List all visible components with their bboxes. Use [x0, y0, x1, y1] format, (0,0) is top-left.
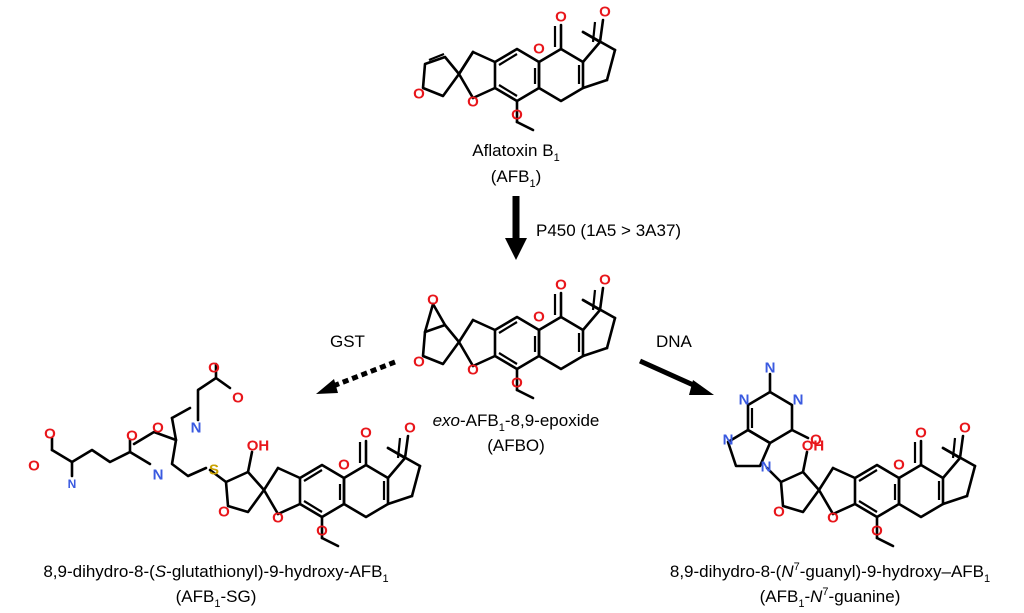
- afb1-label: Aflatoxin B1 (AFB1): [472, 141, 559, 190]
- svg-text:O: O: [126, 428, 138, 445]
- svg-text:(AFB1-SG): (AFB1-SG): [176, 587, 257, 610]
- svg-text:N: N: [761, 459, 772, 476]
- epoxide-oxygen: O: [427, 292, 439, 309]
- svg-text:N: N: [191, 420, 202, 437]
- dna-arrow: [638, 358, 714, 395]
- svg-text:O: O: [810, 432, 822, 449]
- svg-text:N: N: [723, 432, 734, 449]
- svg-text:8,9-dihydro-8-(S-glutathionyl): 8,9-dihydro-8-(S-glutathionyl)-9-hydroxy…: [43, 562, 388, 585]
- svg-text:O: O: [28, 458, 40, 475]
- afb1-sg-label: 8,9-dihydro-8-(S-glutathionyl)-9-hydroxy…: [43, 562, 388, 610]
- gst-arrow: [316, 359, 396, 394]
- svg-text:S: S: [209, 462, 219, 479]
- dna-label: DNA: [656, 332, 693, 351]
- svg-text:(AFBO): (AFBO): [487, 436, 545, 455]
- svg-text:O: O: [44, 426, 56, 443]
- afb1-sg-structure: O OH S N O N O O O N O O: [28, 360, 422, 548]
- afb1-guanine-structure: O OH N N N O N N: [723, 360, 977, 548]
- p450-arrow: [505, 196, 527, 260]
- svg-text:OH: OH: [247, 438, 270, 455]
- svg-text:N: N: [739, 392, 750, 409]
- afbo-label: exo-AFB1-8,9-epoxide (AFBO): [433, 411, 600, 455]
- svg-text:N: N: [765, 360, 776, 377]
- svg-text:(AFB1): (AFB1): [491, 167, 542, 190]
- furan-oxygen: O: [413, 86, 425, 103]
- svg-text:N: N: [793, 392, 804, 409]
- svg-text:O: O: [773, 504, 785, 521]
- svg-text:N: N: [68, 477, 77, 491]
- svg-text:O: O: [152, 420, 164, 437]
- svg-text:8,9-dihydro-8-(N7-guanyl)-9-hy: 8,9-dihydro-8-(N7-guanyl)-9-hydroxy–AFB1: [670, 561, 990, 585]
- afb1-structure: O: [413, 2, 617, 132]
- svg-text:exo-AFB1-8,9-epoxide: exo-AFB1-8,9-epoxide: [433, 411, 600, 434]
- afb1-guanine-label: 8,9-dihydro-8-(N7-guanyl)-9-hydroxy–AFB1…: [670, 561, 990, 610]
- svg-text:O: O: [413, 354, 425, 371]
- svg-text:O: O: [218, 504, 230, 521]
- svg-text:N: N: [153, 467, 164, 484]
- svg-text:(AFB1-N7-guanine): (AFB1-N7-guanine): [760, 586, 901, 610]
- svg-text:Aflatoxin B1: Aflatoxin B1: [472, 141, 559, 164]
- svg-text:O: O: [232, 390, 244, 407]
- svg-text:OH: OH: [802, 438, 825, 455]
- p450-label: P450 (1A5 > 3A37): [536, 221, 681, 240]
- gst-label: GST: [330, 332, 365, 351]
- svg-text:O: O: [208, 360, 220, 377]
- afbo-structure: O O: [413, 270, 617, 400]
